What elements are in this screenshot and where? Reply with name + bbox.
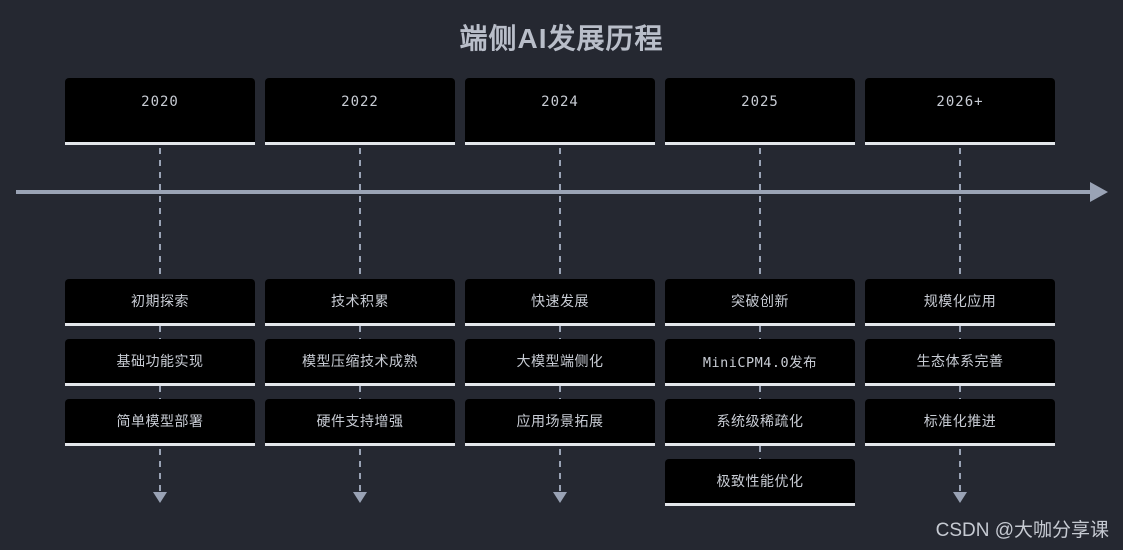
dashed-connector (159, 449, 161, 492)
milestone-box[interactable]: 应用场景拓展 (465, 399, 655, 446)
year-box[interactable]: 2026+ (865, 78, 1055, 145)
year-label: 2022 (341, 94, 379, 110)
milestone-box[interactable]: 模型压缩技术成熟 (265, 339, 455, 386)
dashed-connector (759, 446, 761, 459)
milestone-box[interactable]: MiniCPM4.0发布 (665, 339, 855, 386)
down-arrow-icon (953, 492, 967, 503)
item-label: 规模化应用 (923, 293, 997, 309)
dashed-connector (759, 148, 761, 279)
item-label: 简单模型部署 (116, 413, 204, 429)
year-label: 2025 (741, 94, 779, 110)
item-label: 突破创新 (731, 293, 789, 309)
dashed-connector (159, 326, 161, 339)
phase-box[interactable]: 快速发展 (465, 279, 655, 326)
year-box[interactable]: 2020 (65, 78, 255, 145)
milestone-box[interactable]: 系统级稀疏化 (665, 399, 855, 446)
year-box[interactable]: 2025 (665, 78, 855, 145)
phase-box[interactable]: 技术积累 (265, 279, 455, 326)
item-label: 标准化推进 (923, 413, 997, 429)
milestone-box[interactable]: 极致性能优化 (665, 459, 855, 506)
phase-box[interactable]: 初期探索 (65, 279, 255, 326)
item-label: 基础功能实现 (116, 353, 204, 369)
down-arrow-icon (353, 492, 367, 503)
item-label: 大模型端侧化 (516, 353, 604, 369)
right-arrow-icon (1090, 182, 1108, 202)
dashed-connector (359, 386, 361, 399)
item-label: 极致性能优化 (716, 473, 804, 489)
item-label: 应用场景拓展 (516, 413, 604, 429)
item-label: 初期探索 (131, 293, 189, 309)
dashed-connector (159, 386, 161, 399)
down-arrow-icon (153, 492, 167, 503)
dashed-connector (559, 326, 561, 339)
dashed-connector (559, 449, 561, 492)
dashed-connector (359, 449, 361, 492)
item-label: 技术积累 (331, 293, 389, 309)
dashed-connector (959, 148, 961, 279)
dashed-connector (959, 386, 961, 399)
milestone-box[interactable]: 硬件支持增强 (265, 399, 455, 446)
item-label: 硬件支持增强 (316, 413, 404, 429)
dashed-connector (359, 326, 361, 339)
phase-box[interactable]: 规模化应用 (865, 279, 1055, 326)
dashed-connector (159, 148, 161, 279)
watermark: CSDN @大咖分享课 (935, 520, 1109, 541)
item-label: 系统级稀疏化 (716, 413, 804, 429)
dashed-connector (759, 326, 761, 339)
year-label: 2026+ (936, 94, 984, 110)
down-arrow-icon (553, 492, 567, 503)
timeline-axis-line (16, 190, 1094, 194)
milestone-box[interactable]: 生态体系完善 (865, 339, 1055, 386)
item-label: 快速发展 (531, 293, 589, 309)
milestone-box[interactable]: 大模型端侧化 (465, 339, 655, 386)
page-title: 端侧AI发展历程 (459, 23, 664, 54)
dashed-connector (559, 148, 561, 279)
dashed-connector (959, 326, 961, 339)
item-label: 模型压缩技术成熟 (302, 353, 418, 369)
item-label: 生态体系完善 (916, 353, 1004, 369)
milestone-box[interactable]: 简单模型部署 (65, 399, 255, 446)
item-label: MiniCPM4.0发布 (702, 355, 818, 371)
milestone-box[interactable]: 基础功能实现 (65, 339, 255, 386)
dashed-connector (959, 449, 961, 492)
phase-box[interactable]: 突破创新 (665, 279, 855, 326)
dashed-connector (359, 148, 361, 279)
year-label: 2020 (141, 94, 179, 110)
milestone-box[interactable]: 标准化推进 (865, 399, 1055, 446)
year-box[interactable]: 2024 (465, 78, 655, 145)
year-box[interactable]: 2022 (265, 78, 455, 145)
dashed-connector (759, 386, 761, 399)
dashed-connector (559, 386, 561, 399)
year-label: 2024 (541, 94, 579, 110)
